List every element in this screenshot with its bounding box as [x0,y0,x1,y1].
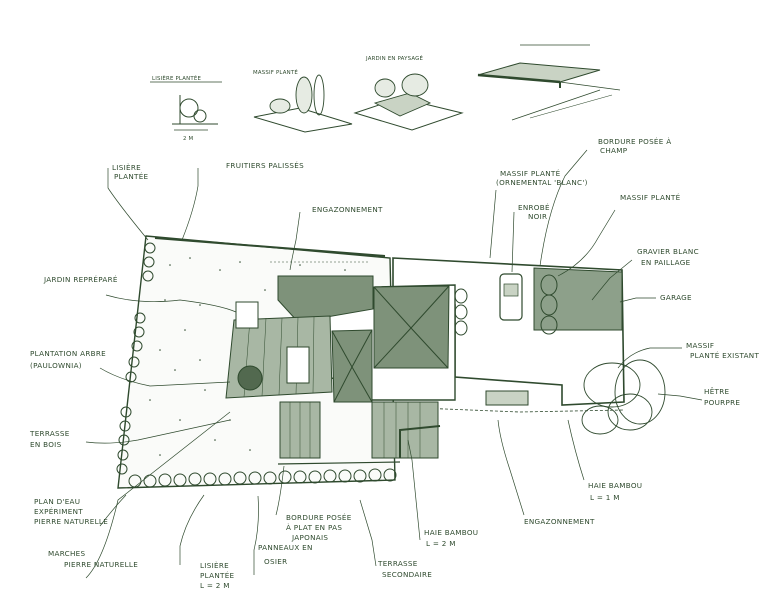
label-jardin-repris: JARDIN REPRÉPARÉ [43,275,118,284]
label-engazonnement-top: ENGAZONNEMENT [312,205,383,214]
massif-existant-shrubs [581,359,666,435]
hedge-bottom [128,468,397,488]
label-garage: GARAGE [660,293,692,302]
sketch-label: MASSIF PLANTÉ [253,68,298,76]
sketch-lisiere: LISIÈRE PLANTÉE 2 M [150,74,222,142]
label-massif-plante-right: MASSIF PLANTÉ [620,193,681,202]
car-outline [499,273,523,321]
sketch-jardin: JARDIN EN PAYSAGÉ [353,54,464,131]
label-fruitiers: FRUITIERS PALISSÉS [226,161,304,170]
label-engazonnement-bottom: ENGAZONNEMENT [524,517,595,526]
leader-lines [85,149,703,579]
sketch-massif: MASSIF PLANTÉ [253,68,353,133]
sketch-label: LISIÈRE PLANTÉE [152,74,201,82]
garage-gravel [533,267,623,331]
sketch-terrasse [477,44,621,121]
hedge-left [116,242,156,475]
lawn-texture [149,257,346,456]
wood-terrace [225,301,333,399]
sketch-sub: 2 M [183,136,194,142]
label-massif-plante-ornement: MASSIF PLANTÉ(ORNEMENTAL 'BLANC') [496,169,588,187]
label-plantation-arbre: PLANTATION ARBRE(PAULOWNIA) [30,349,106,370]
sketch-label: JARDIN EN PAYSAGÉ [365,54,424,62]
